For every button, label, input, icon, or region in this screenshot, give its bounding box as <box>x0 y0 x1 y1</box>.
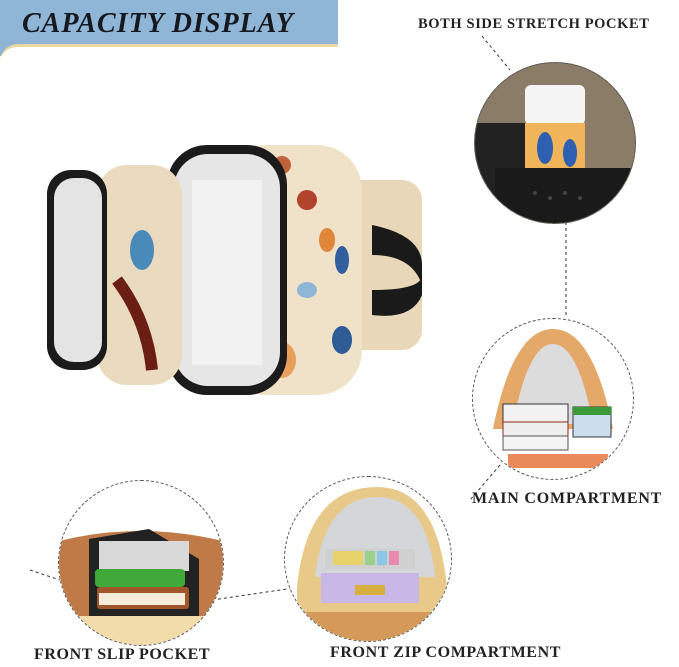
main-compartment-photo <box>472 318 634 480</box>
callout-label-main-compartment: MAIN COMPARTMENT <box>472 490 663 507</box>
callout-label-side-pocket: BOTH SIDE STRETCH POCKET <box>418 16 650 32</box>
front-slip-pocket-photo <box>58 480 224 646</box>
callout-label-front-slip-pocket: FRONT SLIP POCKET <box>34 646 211 663</box>
side-pocket-photo <box>474 62 636 224</box>
callout-label-front-zip-compartment: FRONT ZIP COMPARTMENT <box>330 644 562 661</box>
page-title: CAPACITY DISPLAY <box>22 8 294 39</box>
banner-accent-stripe <box>0 44 338 67</box>
front-zip-compartment-photo <box>284 476 452 642</box>
open-backpack-image <box>42 140 432 402</box>
